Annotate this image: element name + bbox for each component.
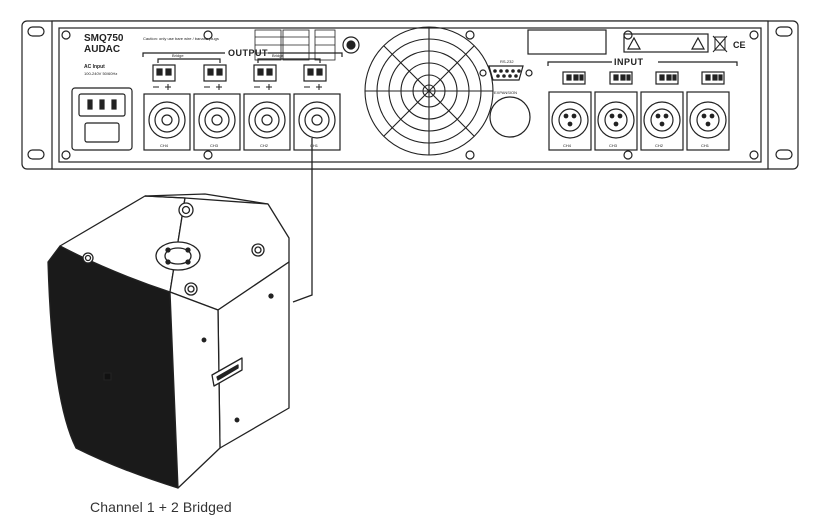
ce-mark: CE (733, 40, 746, 50)
expansion-label: EXPANSION (494, 90, 517, 95)
model-label: SMQ750 (84, 33, 124, 44)
ac-input-detail: 100-240V 50/60Hz (84, 71, 117, 76)
expansion-slot (489, 96, 531, 138)
diagram-caption: Channel 1 + 2 Bridged (90, 499, 232, 515)
bridge-label-b: Bridge (272, 53, 284, 58)
dip-switch (342, 36, 360, 54)
speaker-cabinet (47, 193, 290, 489)
output-polarity-marks (153, 84, 322, 90)
speakon-label-1: CH4 (160, 143, 169, 148)
top-edge (144, 193, 269, 205)
brand-label: AUDAC (84, 44, 120, 55)
input-bracket-right (658, 61, 738, 66)
panel-frame (58, 27, 762, 163)
front-bevel (169, 291, 221, 489)
input-terminal-blocks (562, 71, 725, 85)
panel-screws (61, 30, 759, 160)
xlr-label-2: CH3 (609, 143, 618, 148)
bridge-label-a: Bridge (172, 53, 184, 58)
caution-label (623, 33, 709, 53)
speakon-label-2: CH3 (210, 143, 219, 148)
side-screw-2 (201, 337, 207, 343)
output-terminal-blocks (152, 58, 327, 82)
speaker-cable (292, 138, 313, 303)
iec-power-inlet (71, 87, 133, 151)
input-section-title: INPUT (614, 57, 644, 67)
rs232-port (479, 65, 533, 81)
rs232-label: RS-232 (500, 59, 514, 64)
caution-triangle-left (626, 36, 642, 50)
xlr-label-4: CH1 (701, 143, 710, 148)
input-bracket-left (547, 61, 612, 66)
spec-table (254, 29, 336, 61)
speakon-label-4: CH1 (310, 143, 319, 148)
xlr-connectors (548, 91, 730, 151)
side-screw-3 (234, 417, 240, 423)
grille-logo (103, 372, 112, 381)
output-bracket-left (142, 52, 225, 57)
panel-text: SMQ750 AUDAC Caution: only use bare wire… (84, 33, 746, 148)
xlr-label-1: CH4 (563, 143, 572, 148)
speakon-label-3: CH2 (260, 143, 269, 148)
carry-handle-recess (216, 364, 239, 381)
warning-text: Caution: only use bare wire / banana plu… (143, 36, 219, 41)
ac-input-label: AC Input (84, 64, 105, 70)
rack-ear-slots (27, 26, 793, 160)
serial-label (527, 29, 607, 55)
caution-triangle-right (690, 36, 706, 50)
chassis (51, 20, 769, 170)
xlr-label-3: CH2 (655, 143, 664, 148)
output-section-title: OUTPUT (228, 48, 268, 58)
amplifier-rear-panel (21, 20, 799, 170)
cooling-fan (364, 26, 494, 156)
side-screw-1 (268, 293, 274, 299)
speakon-connectors (143, 93, 341, 151)
weee-bin-icon (712, 35, 728, 53)
